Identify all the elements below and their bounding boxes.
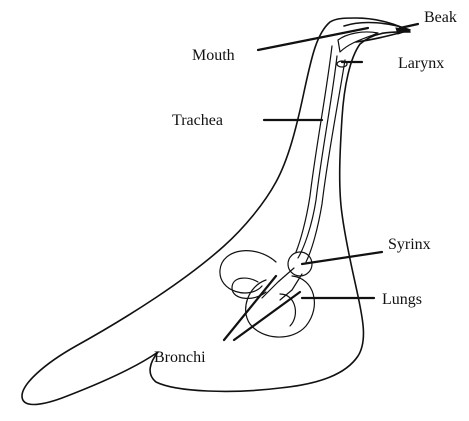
label-beak: Beak [424,9,457,26]
body-outline [22,18,410,405]
label-trachea: Trachea [172,112,223,129]
label-larynx: Larynx [398,55,444,72]
label-syrinx: Syrinx [388,236,431,253]
label-lungs: Lungs [382,291,422,308]
beak-leader [400,24,418,28]
mouth-leader [258,28,368,50]
bronchus-left [262,268,294,298]
label-bronchi: Bronchi [154,349,206,366]
syrinx-leader [302,252,382,264]
label-mouth: Mouth [192,47,235,64]
trachea-outer-wall [296,46,332,252]
